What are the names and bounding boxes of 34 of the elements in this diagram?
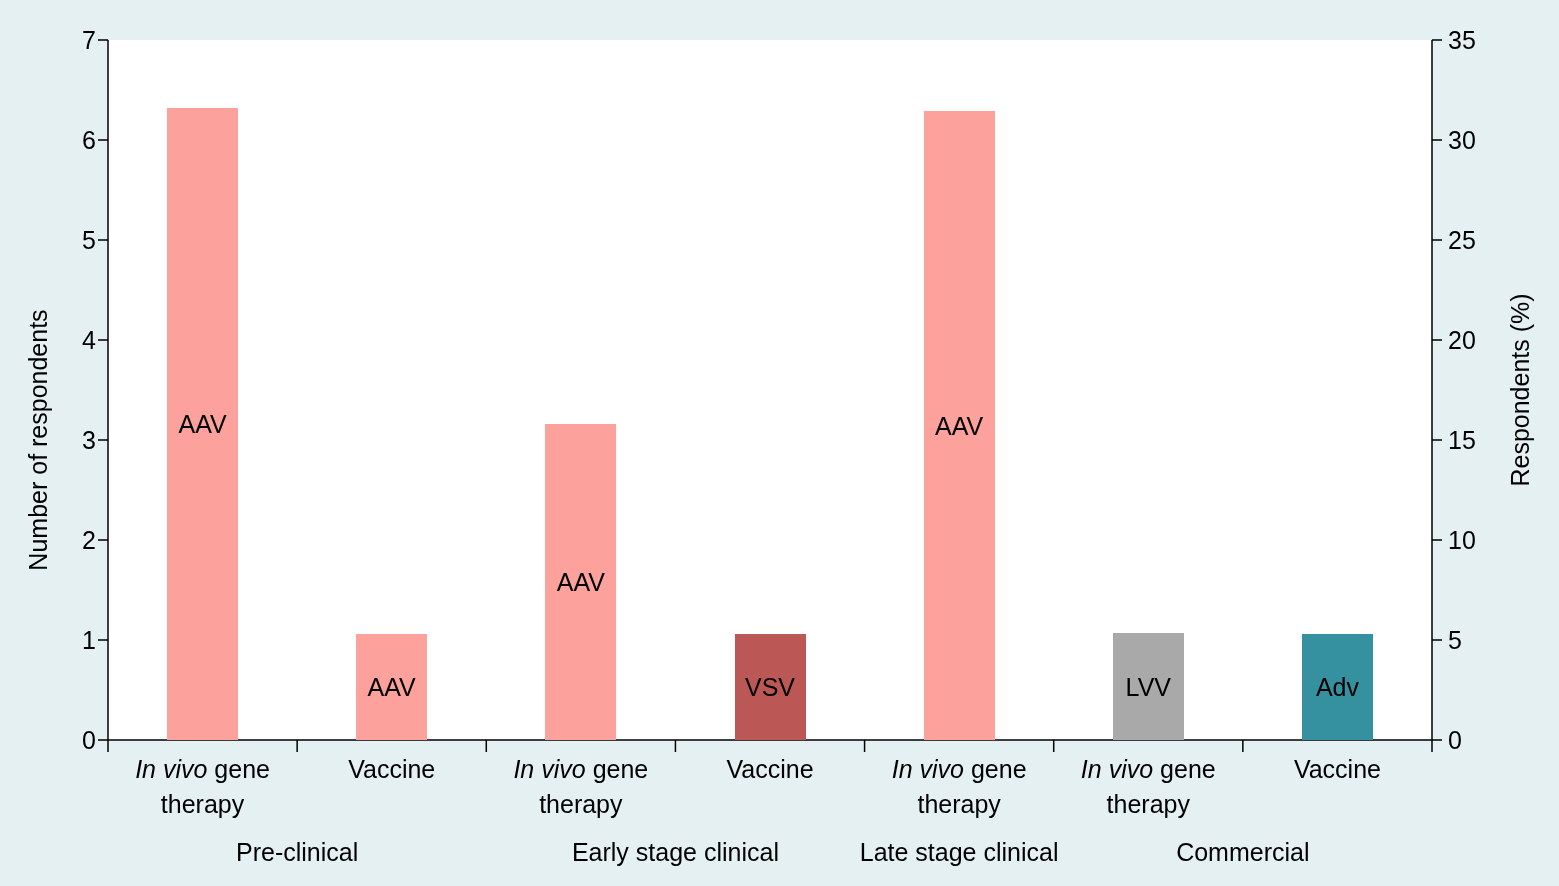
category-label: In vivo gene therapy <box>512 754 650 820</box>
tick-label: 0 <box>81 725 96 755</box>
tick-label: 7 <box>81 25 96 55</box>
tick-label: 20 <box>1448 325 1476 355</box>
tick-label: 10 <box>1448 525 1476 555</box>
bar-label: AAV <box>934 410 985 441</box>
bar-label: AAV <box>366 672 417 702</box>
group-label: Pre-clinical <box>235 837 360 867</box>
bar-label: AAV <box>555 567 606 597</box>
category-label: In vivo gene therapy <box>134 754 271 820</box>
group-label: Commercial <box>1175 837 1311 867</box>
tick-label: 2 <box>81 525 96 555</box>
tick-label: 35 <box>1448 25 1476 55</box>
tick-label: 0 <box>1448 725 1462 755</box>
tick-label: 1 <box>81 625 96 655</box>
category-label: Vaccine <box>725 754 815 785</box>
category-label: In vivo gene therapy <box>1079 754 1217 820</box>
category-label: Vaccine <box>1292 754 1382 785</box>
tick-label: 5 <box>1448 625 1462 655</box>
tick-label: 5 <box>81 225 96 255</box>
bar-label: VSV <box>744 672 796 702</box>
axis-title: Respondents (%) <box>1505 293 1535 487</box>
tick-label: 25 <box>1448 225 1476 255</box>
tick-label: 15 <box>1448 425 1476 455</box>
bar-label: AAV <box>177 409 228 439</box>
bar-label: LVV <box>1124 671 1172 702</box>
category-label: In vivo gene therapy <box>890 754 1028 820</box>
tick-label: 6 <box>81 125 96 155</box>
group-label: Early stage clinical <box>570 837 780 867</box>
axis-title: Number of respondents <box>23 309 53 571</box>
category-label: Vaccine <box>347 754 437 785</box>
bar-label: Adv <box>1314 672 1360 702</box>
tick-label: 30 <box>1448 125 1476 155</box>
group-label: Late stage clinical <box>858 837 1060 867</box>
